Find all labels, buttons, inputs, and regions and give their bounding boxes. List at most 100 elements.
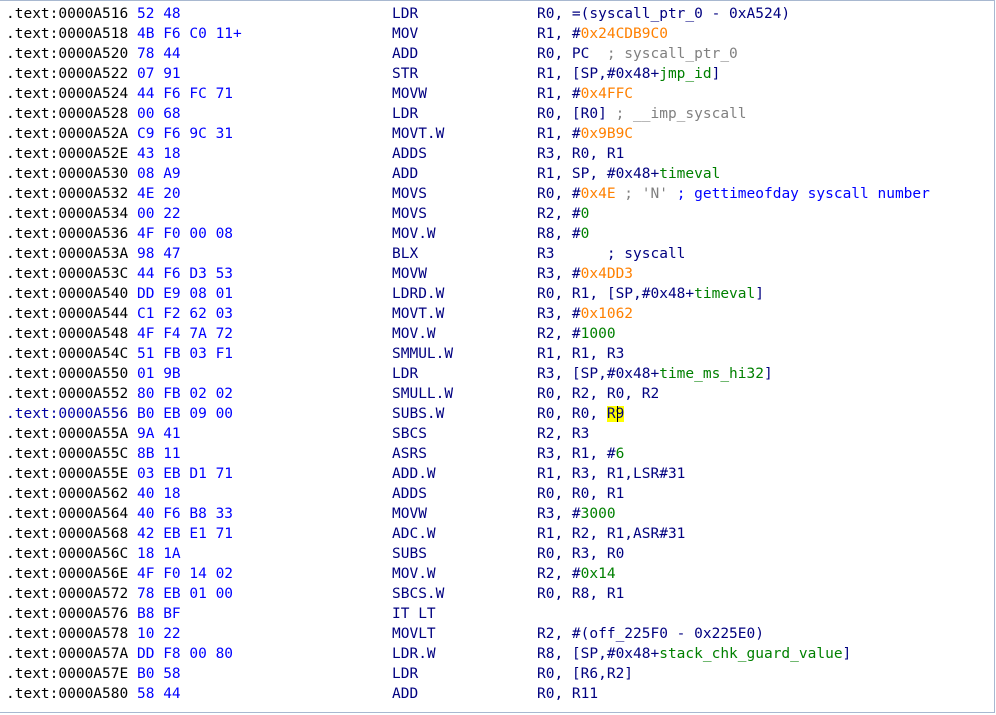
line-address[interactable]: .text:0000A572 bbox=[6, 586, 129, 602]
line-address[interactable]: .text:0000A54C bbox=[6, 346, 129, 362]
instruction-operands[interactable]: R0, R11 bbox=[537, 684, 598, 704]
line-address[interactable]: .text:0000A548 bbox=[6, 326, 129, 342]
line-address[interactable]: .text:0000A55C bbox=[6, 446, 129, 462]
instruction-operands[interactable]: R1, #0x24CDB9C0 bbox=[537, 24, 668, 44]
instruction-mnemonic[interactable]: MOVT.W bbox=[392, 306, 445, 322]
line-address[interactable]: .text:0000A56E bbox=[6, 566, 129, 582]
instruction-mnemonic[interactable]: LDR bbox=[392, 6, 419, 22]
instruction-mnemonic[interactable]: SBCS bbox=[392, 426, 427, 442]
line-address[interactable]: .text:0000A550 bbox=[6, 366, 129, 382]
instruction-operands[interactable]: R0, R1, [SP,#0x48+timeval] bbox=[537, 284, 764, 304]
line-address[interactable]: .text:0000A578 bbox=[6, 626, 129, 642]
instruction-mnemonic[interactable]: LDR.W bbox=[392, 646, 436, 662]
instruction-operands[interactable]: R0, [R0] ; __imp_syscall bbox=[537, 104, 747, 124]
instruction-mnemonic[interactable]: ADDS bbox=[392, 486, 427, 502]
line-address[interactable]: .text:0000A536 bbox=[6, 226, 129, 242]
instruction-operands[interactable]: R0, PC ; syscall_ptr_0 bbox=[537, 44, 738, 64]
instruction-operands[interactable]: R0, R0, R1 bbox=[537, 484, 624, 504]
instruction-operands[interactable]: R8, #0 bbox=[537, 224, 589, 244]
instruction-operands[interactable]: R0, =(syscall_ptr_0 - 0xA524) bbox=[537, 4, 790, 24]
instruction-mnemonic[interactable]: MOV.W bbox=[392, 566, 436, 582]
instruction-operands[interactable]: R3, R1, #6 bbox=[537, 444, 624, 464]
instruction-mnemonic[interactable]: IT LT bbox=[392, 606, 436, 622]
line-address[interactable]: .text:0000A520 bbox=[6, 46, 129, 62]
instruction-mnemonic[interactable]: MOVW bbox=[392, 86, 427, 102]
line-address[interactable]: .text:0000A57A bbox=[6, 646, 129, 662]
line-address[interactable]: .text:0000A55E bbox=[6, 466, 129, 482]
instruction-mnemonic[interactable]: ADD bbox=[392, 686, 419, 702]
instruction-mnemonic[interactable]: SMMUL.W bbox=[392, 346, 454, 362]
instruction-operands[interactable]: R2, #0x14 bbox=[537, 564, 616, 584]
instruction-operands[interactable]: R0, #0x4E ; 'N' ; gettimeofday syscall n… bbox=[537, 184, 930, 204]
instruction-operands[interactable]: R2, R3 bbox=[537, 424, 589, 444]
instruction-mnemonic[interactable]: MOVLT bbox=[392, 626, 436, 642]
line-address[interactable]: .text:0000A53C bbox=[6, 266, 129, 282]
instruction-mnemonic[interactable]: MOVT.W bbox=[392, 126, 445, 142]
instruction-operands[interactable]: R2, #0 bbox=[537, 204, 589, 224]
line-address[interactable]: .text:0000A576 bbox=[6, 606, 129, 622]
instruction-operands[interactable]: R1, SP, #0x48+timeval bbox=[537, 164, 720, 184]
line-address[interactable]: .text:0000A518 bbox=[6, 26, 129, 42]
instruction-operands[interactable]: R3, #3000 bbox=[537, 504, 616, 524]
instruction-operands[interactable]: R1, R2, R1,ASR#31 bbox=[537, 524, 685, 544]
line-address[interactable]: .text:0000A562 bbox=[6, 486, 129, 502]
line-address[interactable]: .text:0000A528 bbox=[6, 106, 129, 122]
instruction-operands[interactable]: R2, #(off_225F0 - 0x225E0) bbox=[537, 624, 764, 644]
highlighted-register[interactable]: R9 bbox=[606, 406, 625, 422]
instruction-mnemonic[interactable]: MOVW bbox=[392, 266, 427, 282]
instruction-operands[interactable]: R1, R1, R3 bbox=[537, 344, 624, 364]
instruction-mnemonic[interactable]: MOV.W bbox=[392, 326, 436, 342]
instruction-operands[interactable]: R3, R0, R1 bbox=[537, 144, 624, 164]
line-address[interactable]: .text:0000A564 bbox=[6, 506, 129, 522]
instruction-operands[interactable]: R1, R3, R1,LSR#31 bbox=[537, 464, 685, 484]
instruction-mnemonic[interactable]: SBCS.W bbox=[392, 586, 445, 602]
instruction-operands[interactable]: R0, R2, R0, R2 bbox=[537, 384, 659, 404]
instruction-operands[interactable]: R2, #1000 bbox=[537, 324, 616, 344]
instruction-mnemonic[interactable]: SUBS.W bbox=[392, 406, 445, 422]
line-address[interactable]: .text:0000A540 bbox=[6, 286, 129, 302]
instruction-operands[interactable]: R3, #0x1062 bbox=[537, 304, 633, 324]
line-address[interactable]: .text:0000A544 bbox=[6, 306, 129, 322]
instruction-operands[interactable]: R0, R0, R9 bbox=[537, 404, 625, 424]
instruction-operands[interactable]: R1, #0x9B9C bbox=[537, 124, 633, 144]
line-address[interactable]: .text:0000A52A bbox=[6, 126, 129, 142]
instruction-mnemonic[interactable]: LDR bbox=[392, 666, 419, 682]
line-address[interactable]: .text:0000A516 bbox=[6, 6, 129, 22]
instruction-mnemonic[interactable]: ADD.W bbox=[392, 466, 436, 482]
instruction-mnemonic[interactable]: BLX bbox=[392, 246, 419, 262]
instruction-mnemonic[interactable]: MOVS bbox=[392, 206, 427, 222]
line-address[interactable]: .text:0000A57E bbox=[6, 666, 129, 682]
line-address[interactable]: .text:0000A56C bbox=[6, 546, 129, 562]
instruction-operands[interactable]: R3 ; syscall bbox=[537, 244, 685, 264]
line-address[interactable]: .text:0000A532 bbox=[6, 186, 129, 202]
instruction-mnemonic[interactable]: MOVS bbox=[392, 186, 427, 202]
instruction-operands[interactable]: R3, #0x4DD3 bbox=[537, 264, 633, 284]
instruction-mnemonic[interactable]: SUBS bbox=[392, 546, 427, 562]
instruction-mnemonic[interactable]: ADD bbox=[392, 166, 419, 182]
instruction-operands[interactable]: R0, R8, R1 bbox=[537, 584, 624, 604]
line-address[interactable]: .text:0000A556 bbox=[6, 406, 129, 422]
line-address[interactable]: .text:0000A534 bbox=[6, 206, 129, 222]
instruction-mnemonic[interactable]: MOV.W bbox=[392, 226, 436, 242]
line-address[interactable]: .text:0000A580 bbox=[6, 686, 129, 702]
line-address[interactable]: .text:0000A530 bbox=[6, 166, 129, 182]
instruction-mnemonic[interactable]: LDR bbox=[392, 366, 419, 382]
instruction-mnemonic[interactable]: LDR bbox=[392, 106, 419, 122]
instruction-operands[interactable]: R0, R3, R0 bbox=[537, 544, 624, 564]
instruction-operands[interactable]: R1, #0x4FFC bbox=[537, 84, 633, 104]
line-address[interactable]: .text:0000A53A bbox=[6, 246, 129, 262]
instruction-mnemonic[interactable]: ADDS bbox=[392, 146, 427, 162]
instruction-mnemonic[interactable]: ADC.W bbox=[392, 526, 436, 542]
line-address[interactable]: .text:0000A55A bbox=[6, 426, 129, 442]
instruction-mnemonic[interactable]: MOVW bbox=[392, 506, 427, 522]
instruction-mnemonic[interactable]: MOV bbox=[392, 26, 419, 42]
instruction-operands[interactable]: R0, [R6,R2] bbox=[537, 664, 633, 684]
instruction-operands[interactable]: R8, [SP,#0x48+stack_chk_guard_value] bbox=[537, 644, 851, 664]
instruction-mnemonic[interactable]: ASRS bbox=[392, 446, 427, 462]
instruction-mnemonic[interactable]: LDRD.W bbox=[392, 286, 445, 302]
instruction-operands[interactable]: R1, [SP,#0x48+jmp_id] bbox=[537, 64, 720, 84]
instruction-mnemonic[interactable]: STR bbox=[392, 66, 419, 82]
line-address[interactable]: .text:0000A552 bbox=[6, 386, 129, 402]
line-address[interactable]: .text:0000A568 bbox=[6, 526, 129, 542]
